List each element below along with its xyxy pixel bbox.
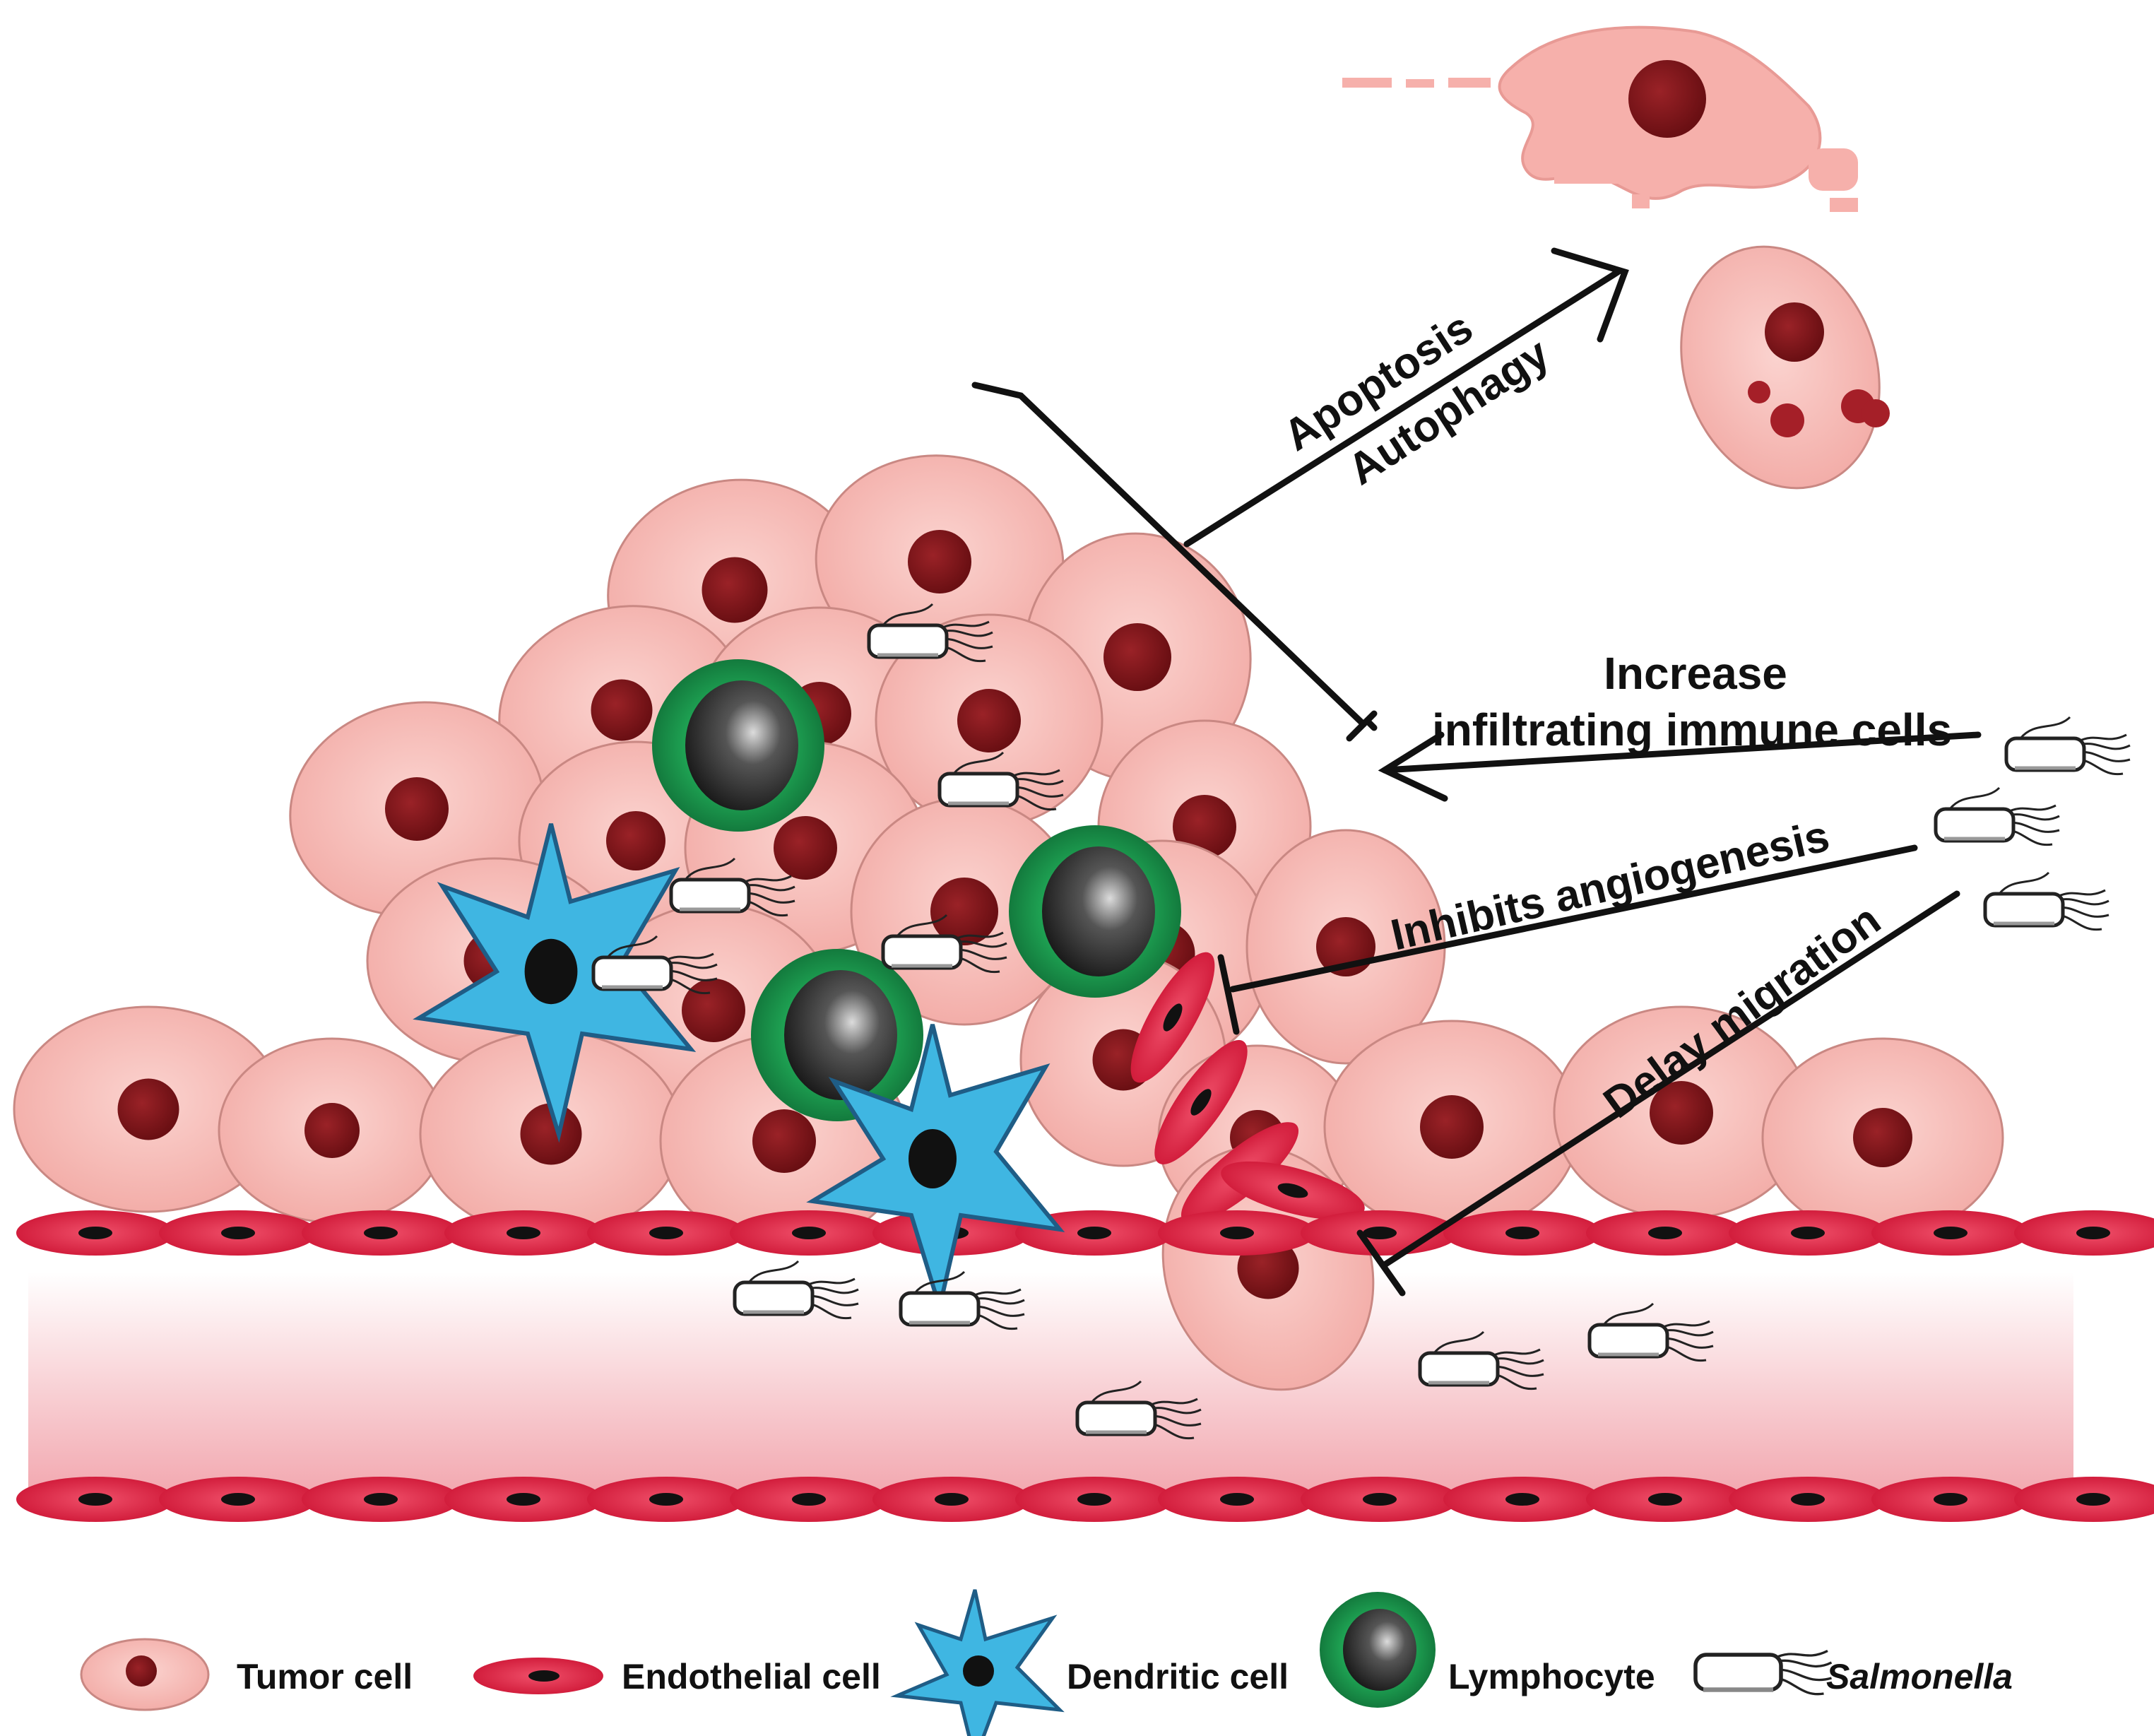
salmonella-bacterium <box>1983 871 2109 931</box>
endothelial-cell <box>302 1477 460 1522</box>
endothelial-cell <box>1586 1477 1744 1522</box>
immune-cells <box>413 659 1181 1316</box>
inhibit-migration <box>1356 890 1960 1297</box>
endothelial-cell <box>1158 1477 1316 1522</box>
legend-endothelial-label: Endothelial cell <box>622 1657 881 1696</box>
legend-salmonella-label: Salmonella <box>1826 1657 2013 1696</box>
tumor-cell <box>1553 1005 1810 1220</box>
endothelial-cell <box>1871 1210 2030 1256</box>
endothelial-cell <box>444 1210 603 1256</box>
label-inhibits-angiogenesis: Inhibits angiogenesis <box>1387 812 1834 960</box>
tumor-cell <box>13 1005 284 1213</box>
sprouting-endothelial-cell <box>1130 952 1215 1083</box>
endothelial-layer-top <box>16 1210 2154 1256</box>
salmonella-bacterium <box>733 1260 859 1320</box>
arrow-infiltration <box>1378 731 1982 802</box>
tumor-cell <box>419 1030 683 1238</box>
legend-endothelial-icon <box>473 1658 603 1694</box>
legend: Tumor cell Endothelial cell Dendritic ce… <box>80 1589 2013 1736</box>
endothelial-cell <box>2014 1210 2154 1256</box>
endothelial-cell <box>587 1210 745 1256</box>
endothelial-cell <box>730 1210 888 1256</box>
salmonella-bacterium <box>1934 786 2060 846</box>
autophagic-cell <box>1680 245 1890 490</box>
lymphocyte <box>1009 825 1181 998</box>
endothelial-cell <box>444 1477 603 1522</box>
endothelial-cell <box>872 1477 1031 1522</box>
salmonella-bacterium <box>867 603 993 663</box>
salmonella-bacterium <box>669 857 795 917</box>
endothelial-cell <box>1729 1477 1887 1522</box>
legend-dendritic-icon <box>890 1589 1065 1736</box>
endothelial-cell <box>1729 1210 1887 1256</box>
vessel-lumen <box>28 1272 2073 1498</box>
salmonella-bacterium <box>937 751 1064 811</box>
sprouting-endothelial-cell <box>1154 1040 1248 1164</box>
apoptotic-cell <box>1342 25 1858 212</box>
endothelial-cell <box>159 1477 317 1522</box>
legend-lymphocyte-label: Lymphocyte <box>1448 1657 1655 1696</box>
label-apoptosis-group: Apoptosis Autophagy <box>1275 303 1558 495</box>
salmonella-bacterium <box>1075 1380 1202 1440</box>
endothelial-cell <box>587 1477 745 1522</box>
endothelial-cell <box>1443 1477 1602 1522</box>
legend-lymphocyte-icon <box>1320 1592 1436 1708</box>
endothelial-layer-bottom <box>16 1477 2154 1522</box>
salmonella-bacterium <box>1418 1330 1544 1390</box>
salmonella-bacterium <box>2004 716 2131 776</box>
legend-dendritic-label: Dendritic cell <box>1067 1657 1289 1696</box>
legend-tumor-label: Tumor cell <box>237 1657 413 1696</box>
tumor-cell <box>1323 1020 1580 1234</box>
sprouting-endothelial-cell <box>1221 1161 1365 1220</box>
legend-tumor-icon <box>80 1638 210 1711</box>
tumor-cell <box>218 1037 446 1224</box>
inhibit-angiogenesis <box>1217 844 1918 1035</box>
salmonella-bacterium <box>881 914 1007 974</box>
legend-salmonella-icon <box>1693 1650 1833 1696</box>
lymphocyte <box>751 949 923 1121</box>
tumor-cell <box>1761 1037 2004 1238</box>
endothelial-cell <box>1871 1477 2030 1522</box>
endothelial-cell <box>159 1210 317 1256</box>
endothelial-cell <box>302 1210 460 1256</box>
endothelial-cell <box>2014 1477 2154 1522</box>
endothelial-cell <box>730 1477 888 1522</box>
salmonella-bacterium <box>1587 1302 1714 1362</box>
label-increase: Increase <box>1604 648 1787 699</box>
endothelial-cell <box>1301 1477 1459 1522</box>
salmonella-group <box>591 603 2131 1440</box>
endothelial-cell <box>1443 1210 1602 1256</box>
endothelial-cell <box>16 1477 174 1522</box>
label-infiltrating: infiltrating immune cells <box>1432 704 1952 755</box>
endothelial-cell <box>1586 1210 1744 1256</box>
dendritic-cell <box>413 823 697 1143</box>
arrow-apoptosis <box>971 247 1629 742</box>
endothelial-cell <box>1015 1477 1173 1522</box>
salmonella-bacterium <box>591 935 718 995</box>
endothelial-cell <box>16 1210 174 1256</box>
salmonella-bacterium <box>899 1270 1025 1330</box>
endothelial-cell <box>1158 1210 1316 1256</box>
lymphocyte <box>652 659 824 832</box>
